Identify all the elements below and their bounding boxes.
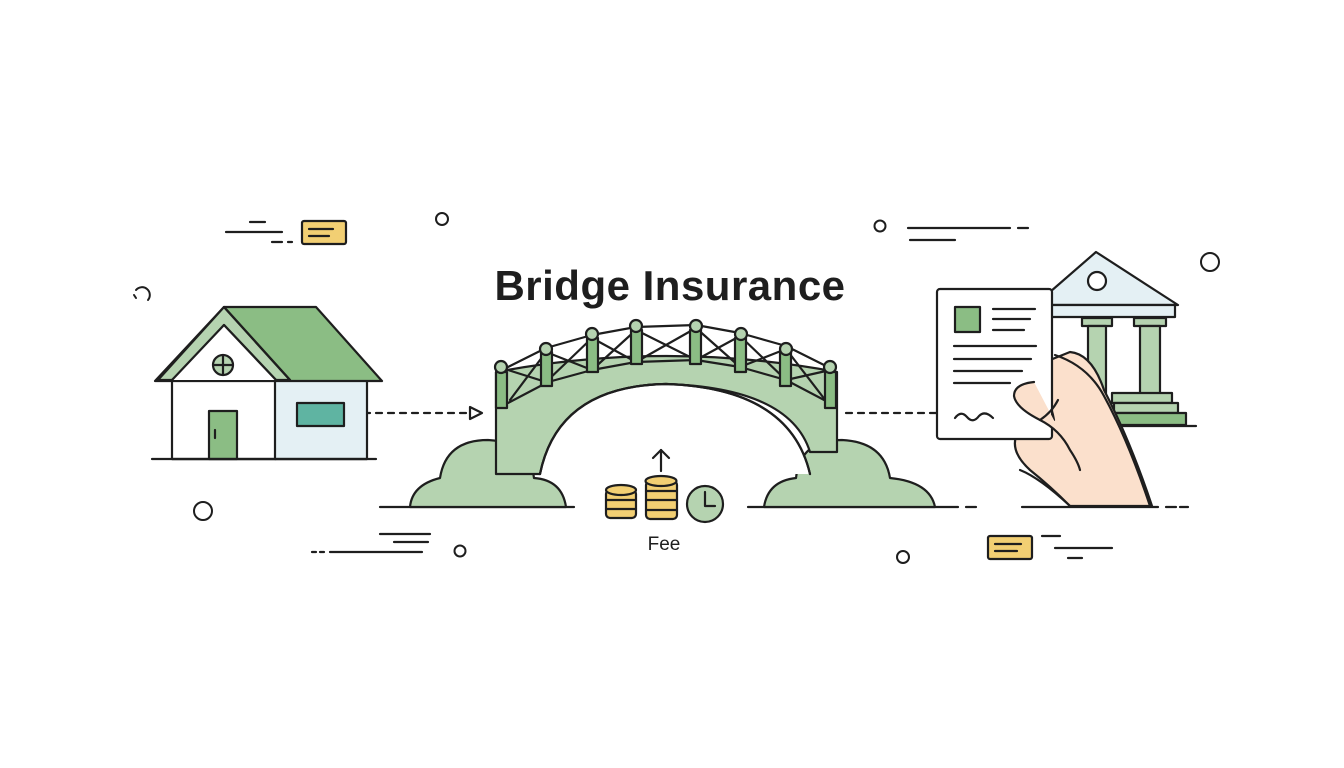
clock-icon (685, 484, 725, 524)
up-arrow-icon (651, 448, 671, 473)
page-title: Bridge Insurance (494, 262, 846, 309)
decorative-dots (133, 212, 1220, 564)
coins-icon (604, 474, 679, 521)
card-icon-top (300, 219, 348, 246)
bridge-icon (408, 318, 937, 509)
arrow-head-icon (468, 405, 484, 421)
card-icon-bottom (986, 534, 1034, 561)
house-icon (153, 305, 384, 461)
fee-label: Fee (647, 534, 681, 555)
decorative-lines (224, 220, 1114, 560)
hand-thumb (1012, 353, 1152, 508)
